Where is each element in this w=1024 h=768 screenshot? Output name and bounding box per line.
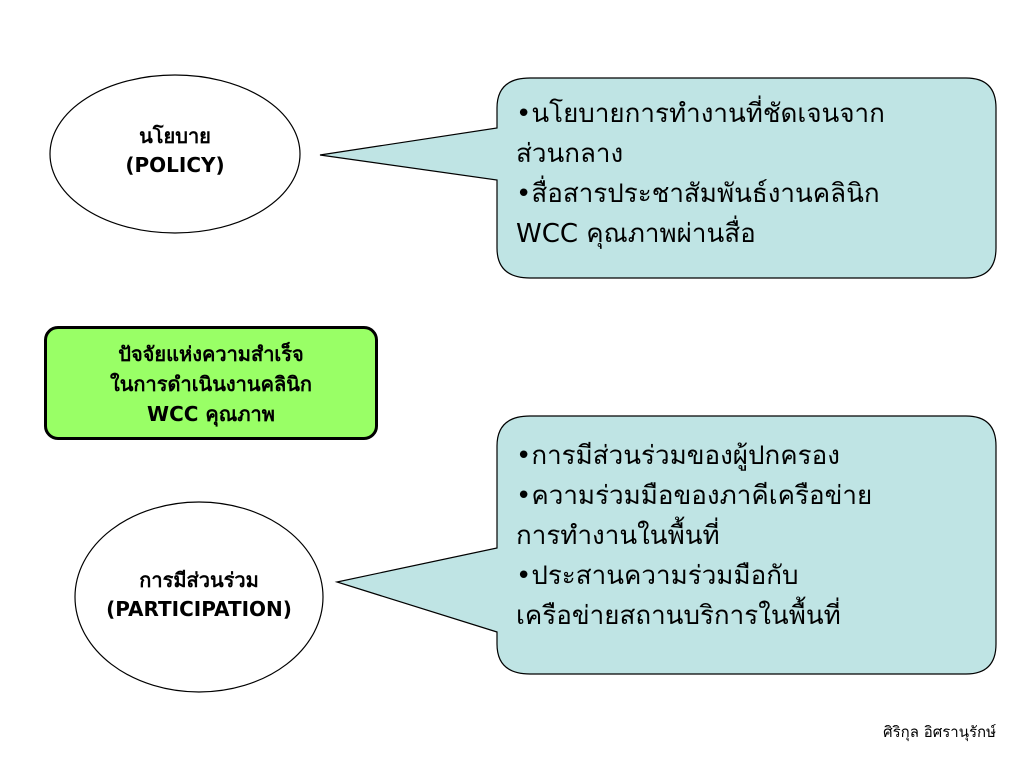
- success-factors-line: ในการดำเนินงานคลินิก: [109, 372, 312, 396]
- policy-callout: [319, 77, 997, 279]
- policy-callout-text: •นโยบายการทำงานที่ชัดเจนจาก ส่วนกลาง •สื…: [516, 94, 885, 254]
- policy-callout-line: WCC คุณภาพผ่านสื่อ: [516, 219, 756, 249]
- participation-oval-label: การมีส่วนร่วม (PARTICIPATION): [80, 566, 318, 624]
- participation-callout: [334, 415, 997, 675]
- participation-title-english: (PARTICIPATION): [106, 597, 292, 621]
- participation-title-thai: การมีส่วนร่วม: [139, 568, 259, 592]
- participation-callout-text: •การมีส่วนร่วมของผู้ปกครอง •ความร่วมมือข…: [516, 436, 872, 636]
- policy-callout-line: •สื่อสารประชาสัมพันธ์งานคลินิก: [516, 179, 880, 209]
- policy-title-english: (POLICY): [125, 153, 225, 177]
- author-name: ศิริกุล อิศรานุรักษ์: [883, 723, 996, 741]
- participation-callout-line: •ความร่วมมือของภาคีเครือข่าย: [516, 481, 873, 511]
- policy-callout-line: ส่วนกลาง: [516, 139, 624, 169]
- success-factors-box: ปัจจัยแห่งความสำเร็จ ในการดำเนินงานคลินิ…: [44, 326, 378, 440]
- success-factors-line: WCC คุณภาพ: [147, 402, 275, 426]
- participation-callout-line: •ประสานความร่วมมือกับ: [516, 561, 799, 591]
- participation-callout-line: เครือข่ายสถานบริการในพื้นที่: [516, 601, 841, 631]
- policy-oval: [49, 74, 301, 234]
- participation-oval: [74, 501, 324, 693]
- success-factors-line: ปัจจัยแห่งความสำเร็จ: [118, 342, 304, 366]
- policy-callout-line: •นโยบายการทำงานที่ชัดเจนจาก: [516, 99, 885, 129]
- policy-oval-label: นโยบาย (POLICY): [60, 122, 290, 180]
- participation-callout-line: •การมีส่วนร่วมของผู้ปกครอง: [516, 441, 840, 471]
- participation-callout-line: การทำงานในพื้นที่: [516, 521, 720, 551]
- policy-title-thai: นโยบาย: [139, 124, 211, 148]
